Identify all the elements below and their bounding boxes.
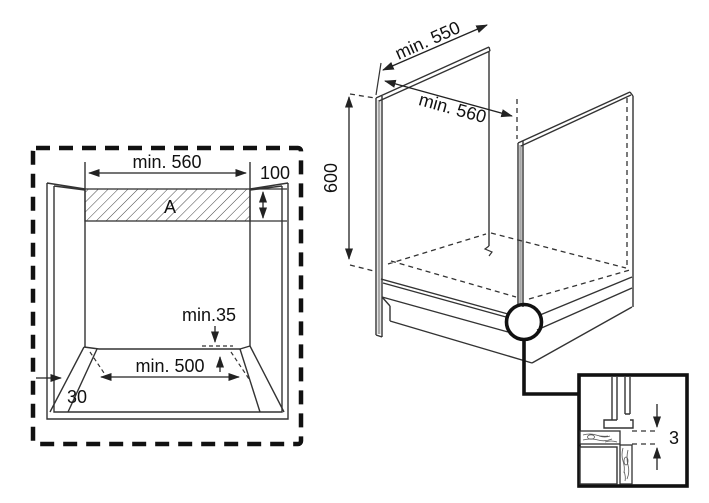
detail-callout-circle [504, 302, 544, 342]
dashed-boundary [30, 145, 304, 447]
front-view: min. 560 100 A min.35 min. 500 30 [30, 145, 304, 447]
cabinet-board-vertical [619, 444, 633, 485]
board-grain-horizontal [582, 433, 618, 443]
height-dim-label: 600 [321, 163, 341, 193]
board-knot-horizontal [587, 434, 595, 440]
board-knot-vertical [623, 456, 629, 466]
base-hidden-edges [349, 93, 631, 300]
rear-gap-label: min.35 [182, 305, 236, 325]
plinth-slants [49, 345, 285, 413]
callout-connector [504, 302, 579, 396]
vent-area-label: A [164, 197, 176, 217]
cabinet-board-horizontal [579, 430, 621, 445]
plinth-section-block [579, 446, 618, 485]
area-height-label: 100 [260, 163, 290, 183]
gap-dashed-lines [632, 430, 658, 445]
niche-floor [83, 345, 251, 350]
vent-area-ticks [250, 188, 287, 222]
bottom-width-label: min. 500 [135, 356, 204, 376]
cabinet-outline [46, 182, 289, 420]
width-dim-label: min. 560 [417, 89, 489, 127]
callout-leader-line [522, 340, 579, 396]
right-panel-hidden-edges [516, 98, 628, 267]
top-width-label: min. 560 [132, 152, 201, 172]
vent-area-hatch [84, 188, 251, 222]
width-dim-line [384, 79, 513, 118]
dim-extension-tick [375, 62, 382, 96]
iso-view: min. 550 min. 560 600 [321, 17, 634, 364]
left-panel [375, 46, 491, 338]
gap-dim-label: 3 [669, 428, 679, 448]
depth-dim-line [382, 24, 488, 71]
base-solid [380, 276, 633, 364]
left-panel-break-mark [483, 245, 493, 257]
right-panel [517, 91, 634, 307]
oven-profile-section [603, 377, 634, 429]
board-grain-vertical [621, 447, 630, 482]
plinth-hidden-edges [89, 351, 250, 380]
detail-view: 3 [577, 373, 689, 488]
side-recess-label: 30 [67, 387, 87, 407]
